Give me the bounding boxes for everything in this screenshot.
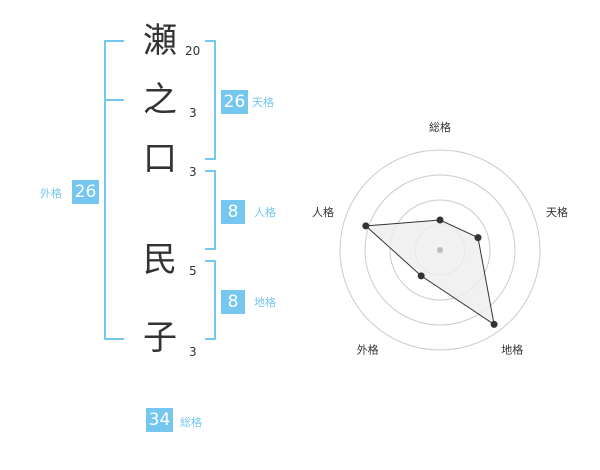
- gaikaku-bracket-mid: [104, 99, 124, 101]
- soukaku-value-badge: 34: [146, 408, 173, 432]
- radar-axis-label-5: 人格: [312, 205, 334, 219]
- jinkaku-bracket-bottom: [205, 248, 216, 250]
- radar-point-1: [436, 216, 444, 224]
- stroke-count-1: 20: [185, 44, 201, 58]
- soukaku-label: 総格: [180, 416, 202, 429]
- stroke-count-4: 5: [189, 264, 197, 278]
- radar-point-2: [474, 234, 482, 242]
- jinkaku-label: 人格: [254, 206, 276, 219]
- stroke-count-3: 3: [189, 165, 197, 179]
- chikaku-bracket: [214, 260, 216, 340]
- gaikaku-bracket-top: [104, 40, 124, 42]
- gaikaku-label: 外格: [40, 187, 62, 200]
- radar-point-4: [417, 272, 425, 280]
- radar-axis-label-3: 地格: [501, 343, 523, 357]
- chikaku-value-badge: 8: [221, 290, 245, 314]
- gaikaku-bracket-bottom: [104, 338, 124, 340]
- stroke-count-5: 3: [189, 345, 197, 359]
- radar-axis-label-2: 天格: [546, 205, 568, 219]
- tenkaku-bracket-bottom: [205, 158, 216, 160]
- radar-ring-3: [364, 174, 516, 326]
- radar-ring-4: [339, 149, 541, 351]
- radar-polygon: [364, 219, 495, 326]
- tenkaku-value-badge: 26: [221, 90, 248, 114]
- tenkaku-bracket-top: [205, 40, 216, 42]
- tenkaku-bracket: [214, 40, 216, 160]
- name-char-1: 瀬: [143, 21, 177, 61]
- radar-point-3: [490, 320, 498, 328]
- name-char-4: 民: [143, 240, 177, 280]
- radar-point-5: [362, 222, 370, 230]
- jinkaku-bracket: [214, 170, 216, 250]
- gaikaku-value-badge: 26: [72, 180, 99, 204]
- name-char-5: 子: [143, 318, 177, 358]
- jinkaku-value-badge: 8: [221, 200, 245, 224]
- chikaku-bracket-bottom: [205, 338, 216, 340]
- jinkaku-bracket-top: [205, 170, 216, 172]
- stroke-count-2: 3: [189, 106, 197, 120]
- radar-center-dot: [437, 247, 443, 253]
- gaikaku-bracket: [104, 40, 106, 340]
- radar-ring-2: [389, 199, 491, 301]
- chikaku-bracket-top: [205, 260, 216, 262]
- chikaku-label: 地格: [254, 296, 276, 309]
- name-char-3: 口: [143, 139, 177, 179]
- tenkaku-label: 天格: [252, 96, 274, 109]
- radar-axis-label-1: 総格: [429, 120, 451, 134]
- name-char-2: 之: [143, 80, 177, 120]
- radar-axis-label-4: 外格: [357, 343, 379, 357]
